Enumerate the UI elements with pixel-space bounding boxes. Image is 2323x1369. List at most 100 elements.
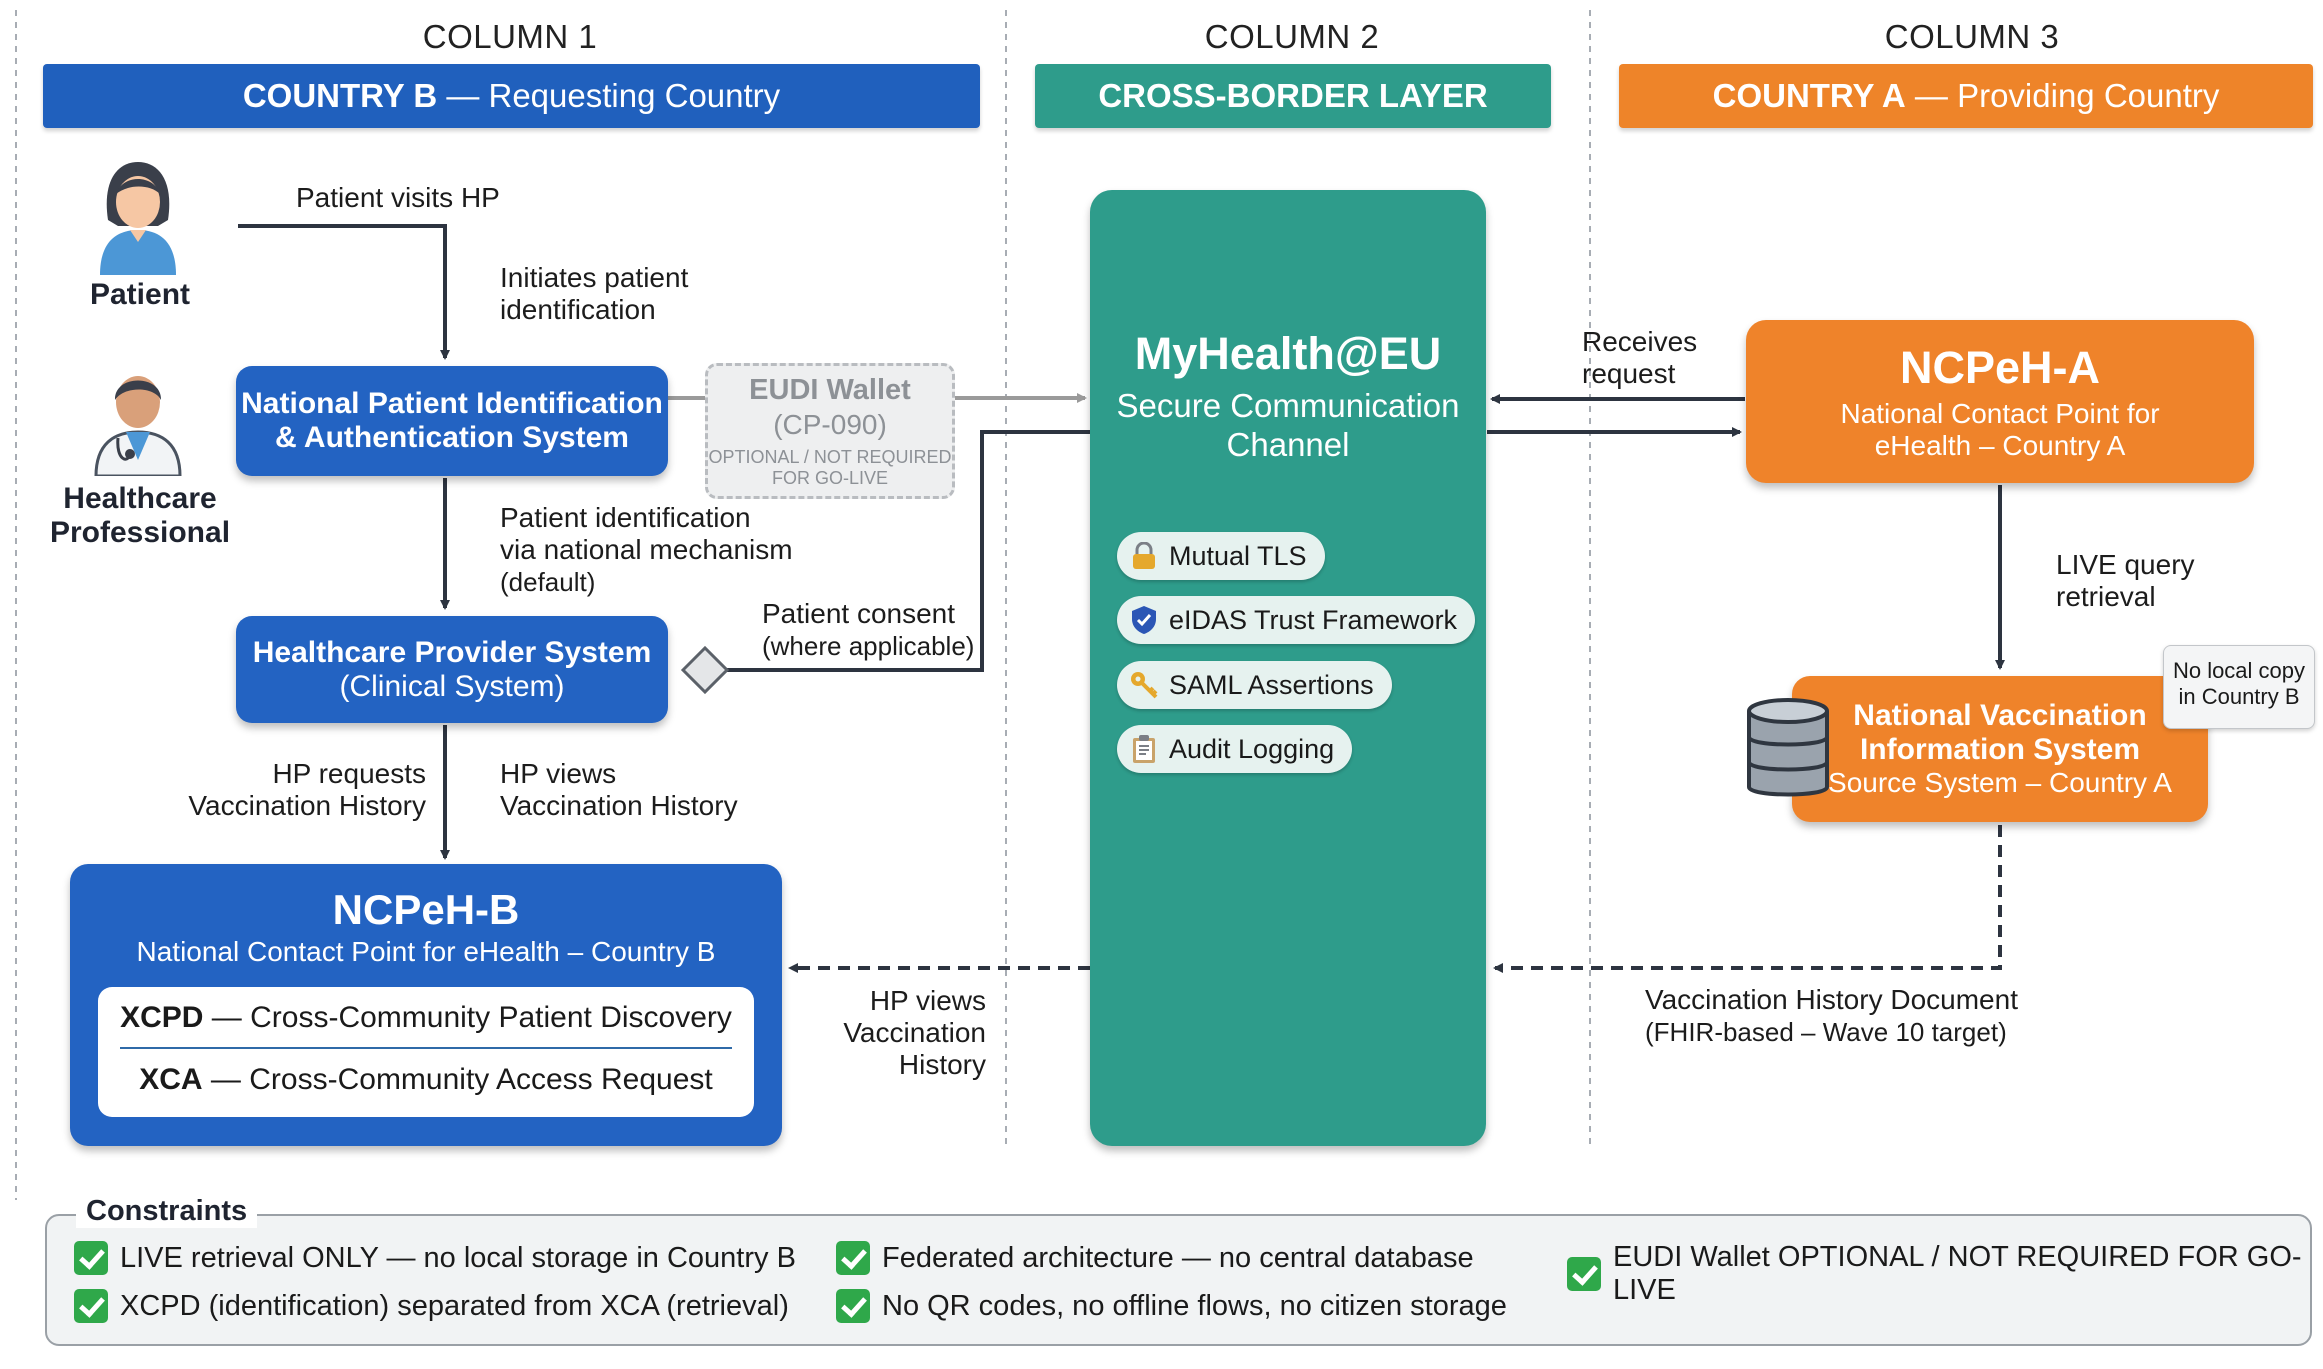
label-ident-3: (default) <box>500 567 596 597</box>
ncpeh-a-sub1: National Contact Point for <box>1840 397 2160 429</box>
xcpd-rest: — Cross-Community Patient Discovery <box>203 1001 732 1034</box>
constraints-title: Constraints <box>76 1195 258 1228</box>
doctor-icon <box>94 376 182 478</box>
npias-line1: National Patient Identification <box>241 387 663 420</box>
npias-box[interactable]: National Patient Identification & Authen… <box>236 366 668 476</box>
xca-rest: — Cross-Community Access Request <box>202 1063 713 1096</box>
label-initiates-2: identification <box>500 294 656 325</box>
label-live-2: retrieval <box>2056 581 2156 612</box>
eudi-code: (CP-090) <box>773 409 887 440</box>
ncpeh-a-sub2: eHealth – Country A <box>1874 429 2126 461</box>
hp-label: Healthcare Professional <box>40 482 240 550</box>
constraint-text: Federated architecture — no central data… <box>882 1241 1474 1274</box>
label-hp-views-1: HP views <box>500 758 617 789</box>
pill-audit-label: Audit Logging <box>1169 733 1335 764</box>
country-a-banner-strong: COUNTRY A <box>1712 77 1906 114</box>
hp-label-line1: Healthcare <box>63 482 217 515</box>
label-consent-2: (where applicable) <box>762 631 975 661</box>
label-ident-1: Patient identification <box>500 502 751 533</box>
ncpeh-b-profiles-panel: XCPD — Cross-Community Patient Discovery… <box>98 987 754 1117</box>
hps-line2: (Clinical System) <box>339 669 565 703</box>
callout-line2: in Country B <box>2178 684 2300 709</box>
clipboard-icon <box>1129 734 1159 764</box>
dashed-return-path <box>1493 825 2002 973</box>
label-hp-req-2: Vaccination History <box>188 790 426 821</box>
eudi-note-1: OPTIONAL / NOT REQUIRED <box>708 447 952 467</box>
label-hp-views: HP views Vaccination History <box>500 758 738 822</box>
country-b-banner-strong: COUNTRY B <box>242 77 438 114</box>
label-receives-2: request <box>1582 358 1676 389</box>
pill-mutual-tls-label: Mutual TLS <box>1169 540 1307 571</box>
pill-eidas-label: eIDAS Trust Framework <box>1169 604 1458 635</box>
country-b-banner: COUNTRY B — Requesting Country <box>43 64 980 128</box>
lock-icon <box>1129 541 1159 571</box>
check-icon <box>836 1289 870 1323</box>
label-hp-views-b-2: Vaccination <box>843 1017 986 1048</box>
key-icon <box>1129 670 1159 700</box>
database-icon <box>1745 697 1831 801</box>
ncpeh-b-box[interactable]: NCPeH-B National Contact Point for eHeal… <box>70 864 782 1146</box>
label-doc-2: (FHIR-based – Wave 10 target) <box>1645 1017 2007 1047</box>
pill-saml-label: SAML Assertions <box>1169 669 1374 700</box>
myhealth-sub2: Channel <box>1226 426 1350 463</box>
label-hp-views-b-3: History <box>898 1049 986 1080</box>
patient-label: Patient <box>89 278 191 311</box>
hps-box[interactable]: Healthcare Provider System (Clinical Sys… <box>236 616 668 723</box>
myhealth-sub1: Secure Communication <box>1116 387 1460 424</box>
xca-row: XCA — Cross-Community Access Request <box>98 1063 754 1097</box>
myhealth-title: MyHealth@EU <box>1134 328 1442 379</box>
nvis-box[interactable]: National Vaccination Information System … <box>1792 676 2208 822</box>
check-icon <box>74 1241 108 1275</box>
column-2-heading: COLUMN 2 <box>1204 18 1380 55</box>
label-consent: Patient consent (where applicable) <box>762 598 974 662</box>
pill-mutual-tls: Mutual TLS <box>1117 532 1325 580</box>
eudi-title: EUDI Wallet <box>749 374 911 406</box>
profiles-divider <box>120 1047 732 1049</box>
label-doc-1: Vaccination History Document <box>1645 984 2018 1015</box>
label-initiates-1: Initiates patient <box>500 262 689 293</box>
country-b-banner-rest: — Requesting Country <box>437 77 781 114</box>
label-hp-req-1: HP requests <box>272 758 426 789</box>
ncpeh-a-box[interactable]: NCPeH-A National Contact Point for eHeal… <box>1746 320 2254 483</box>
label-hp-views-2: Vaccination History <box>500 790 738 821</box>
consent-diamond <box>680 645 730 695</box>
xca-strong: XCA <box>139 1063 203 1096</box>
label-initiates: Initiates patient identification <box>500 262 688 326</box>
nvis-line2: Information System <box>1859 733 2141 766</box>
constraint-item: No QR codes, no offline flows, no citize… <box>836 1289 1507 1323</box>
npias-line2: & Authentication System <box>275 421 629 454</box>
constraint-text: EUDI Wallet OPTIONAL / NOT REQUIRED FOR … <box>1613 1241 2302 1306</box>
label-hp-views-b-1: HP views <box>869 985 986 1016</box>
label-visits: Patient visits HP <box>296 182 500 213</box>
xcpd-strong: XCPD <box>120 1001 204 1034</box>
label-hp-requests: HP requests Vaccination History <box>150 758 426 822</box>
arrow-hps-consent-to-myhealth <box>725 430 1090 672</box>
constraints-panel <box>45 1214 2312 1346</box>
pill-audit: Audit Logging <box>1117 725 1353 773</box>
check-icon <box>836 1241 870 1275</box>
pill-saml: SAML Assertions <box>1117 661 1392 709</box>
label-receives-1: Receives <box>1582 326 1698 357</box>
constraint-text: No QR codes, no offline flows, no citize… <box>882 1289 1507 1322</box>
callout-line1: No local copy <box>2172 658 2306 683</box>
hp-avatar <box>88 364 188 478</box>
nvis-line3: Source System – Country A <box>1828 767 2172 798</box>
ncpeh-b-title: NCPeH-B <box>332 886 520 933</box>
country-a-banner-rest: — Providing Country <box>1905 77 2220 114</box>
constraint-text: LIVE retrieval ONLY — no local storage i… <box>120 1241 796 1274</box>
column-3-heading: COLUMN 3 <box>1884 18 2060 55</box>
pill-eidas: eIDAS Trust Framework <box>1117 596 1476 644</box>
patient-icon <box>100 162 176 275</box>
label-receives: Receives request <box>1582 326 1697 390</box>
constraint-item: LIVE retrieval ONLY — no local storage i… <box>74 1241 796 1275</box>
cross-border-banner: CROSS-BORDER LAYER <box>1035 64 1551 128</box>
ncpeh-b-subtitle: National Contact Point for eHealth – Cou… <box>136 936 716 967</box>
hp-label-line2: Professional <box>49 516 231 549</box>
ncpeh-a-title: NCPeH-A <box>1899 341 2101 393</box>
label-document: Vaccination History Document (FHIR-based… <box>1645 984 2018 1048</box>
eudi-wallet-box[interactable]: EUDI Wallet (CP-090) OPTIONAL / NOT REQU… <box>705 363 955 499</box>
label-identification: Patient identification via national mech… <box>500 502 793 598</box>
label-ident-2: via national mechanism <box>500 534 793 565</box>
check-icon <box>1567 1257 1601 1291</box>
